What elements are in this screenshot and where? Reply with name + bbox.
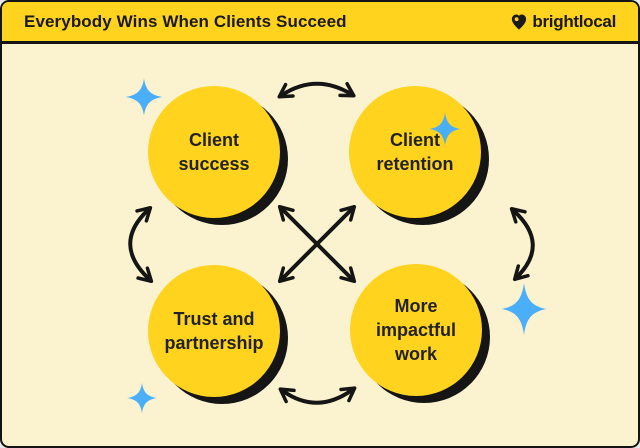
sparkle-top-left-icon (125, 78, 163, 116)
arrow-right (509, 207, 535, 282)
node-label: Client retention (376, 129, 454, 174)
arrow-bottom (278, 386, 357, 405)
brand-name: brightlocal (532, 11, 616, 31)
arrows-and-sparkles-overlay (125, 78, 547, 413)
sparkle-bottom-left-icon (127, 383, 157, 413)
node-more-impactful-work: More impactful work (350, 264, 482, 396)
arrow-diagonal-down (277, 204, 357, 284)
arrow-top (277, 81, 356, 99)
arrow-left (128, 205, 154, 284)
node-label: More impactful work (375, 295, 456, 365)
page-title: Everybody Wins When Clients Succeed (24, 11, 347, 31)
header-bar: Everybody Wins When Clients Succeed brig… (2, 2, 638, 44)
node-client-success: Client success (148, 86, 280, 218)
sparkle-right-icon (501, 283, 547, 335)
node-trust-partnership: Trust and partnership (148, 265, 280, 397)
heart-pin-icon (510, 13, 528, 31)
brand-logo: brightlocal (510, 12, 616, 32)
node-label: Client success (178, 129, 250, 174)
diagram-canvas: Client success Client retention Trust an… (2, 44, 638, 445)
node-label: Trust and partnership (164, 308, 264, 353)
node-client-retention: Client retention (349, 86, 481, 218)
arrow-diagonal-up (277, 204, 357, 284)
